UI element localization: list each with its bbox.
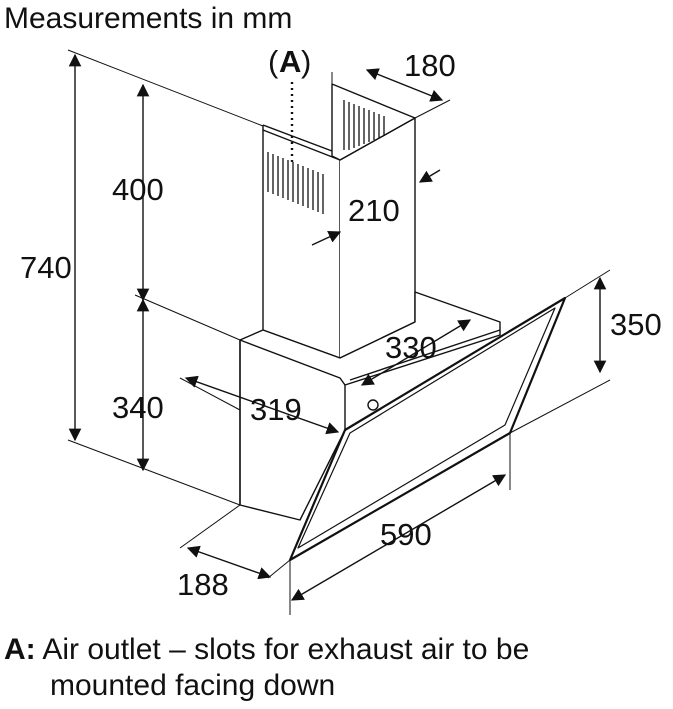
dim-line-180: [365, 68, 444, 102]
diagram-title: Measurements in mm: [4, 2, 293, 35]
legend-line-2: mounted facing down: [50, 669, 336, 702]
legend: A: Air outlet – slots for exhaust air to…: [4, 632, 529, 704]
air-outlet-slots-front: [267, 152, 324, 214]
legend-key: A:: [4, 633, 36, 666]
label-350: 350: [610, 307, 662, 342]
dim-line-210-lower: [311, 231, 342, 246]
label-188: 188: [177, 567, 229, 602]
label-340: 340: [112, 390, 164, 425]
label-740: 740: [20, 250, 72, 285]
label-210: 210: [348, 193, 400, 228]
marker-a-letter: A: [279, 44, 301, 79]
label-330: 330: [385, 330, 437, 365]
dim-line-210-upper: [418, 169, 441, 183]
legend-line-1: Air outlet – slots for exhaust air to be: [42, 633, 530, 666]
label-180: 180: [404, 48, 456, 83]
extension-lines: [67, 49, 611, 615]
label-319: 319: [250, 392, 302, 427]
marker-a-close: ): [301, 44, 311, 79]
dim-line-330: [360, 319, 472, 386]
dim-line-188: [186, 545, 272, 580]
dim-line-590: [290, 474, 507, 601]
label-590: 590: [380, 517, 432, 552]
label-400: 400: [112, 172, 164, 207]
dim-line-319: [184, 375, 340, 435]
marker-a-open: (: [268, 44, 279, 79]
air-outlet-slots-back: [343, 100, 385, 150]
